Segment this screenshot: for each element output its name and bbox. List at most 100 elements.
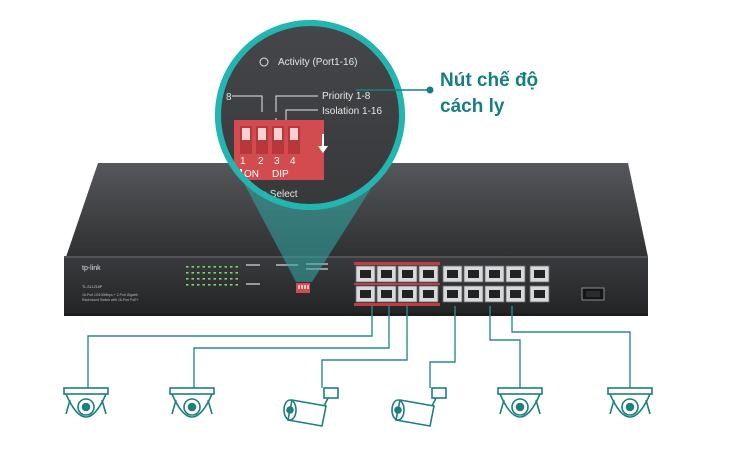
ethernet-port-jack: [510, 290, 521, 298]
dip-number-1: 1: [240, 156, 246, 167]
port-led: [186, 278, 189, 280]
camera-cables: [87, 306, 631, 388]
ethernet-port-jack: [402, 270, 413, 278]
port-led: [202, 284, 205, 286]
camera-cable: [429, 306, 456, 388]
dip-toggles: [240, 126, 300, 154]
port-led: [235, 272, 238, 274]
ethernet-port-jack: [447, 290, 458, 298]
poe-indicator-bar: [354, 283, 440, 285]
ethernet-port-jack: [447, 270, 458, 278]
dip-toggle[interactable]: [274, 128, 282, 140]
ethernet-port-jack: [423, 290, 434, 298]
dome-camera-icon: [497, 387, 543, 418]
camera-row: [63, 387, 653, 427]
callout-line-1: Nút chế độ: [440, 70, 539, 91]
port-led: [208, 266, 211, 268]
ethernet-port-jack: [489, 290, 500, 298]
camera-cable: [321, 306, 408, 388]
camera-cable: [489, 306, 521, 388]
dip-number-2: 2: [258, 156, 264, 167]
port-led: [208, 278, 211, 280]
port-led: [213, 272, 216, 274]
port-led: [219, 284, 222, 286]
port-led: [191, 278, 194, 280]
port-led: [235, 284, 238, 286]
port-led: [224, 278, 227, 280]
uplink-port-jack: [534, 290, 545, 298]
camera-cable: [87, 306, 373, 388]
ethernet-port-jack: [360, 270, 371, 278]
port-led-grid: [186, 266, 238, 286]
camera-cable: [511, 306, 631, 388]
dip-on-label: ON: [244, 169, 259, 180]
camera-cable: [193, 306, 390, 388]
port-led: [208, 272, 211, 274]
ethernet-ports: [354, 262, 550, 306]
dip-toggle[interactable]: [258, 128, 266, 140]
brand-logo: tp-link: [82, 265, 101, 272]
isolation-label: Isolation 1-16: [322, 106, 382, 117]
port-led: [235, 266, 238, 268]
callout-dot: [426, 86, 434, 94]
ethernet-port-jack: [402, 290, 413, 298]
port-led: [213, 266, 216, 268]
ethernet-port-jack: [510, 270, 521, 278]
ethernet-port-jack: [360, 290, 371, 298]
port-led: [191, 266, 194, 268]
dome-camera-icon: [63, 387, 109, 418]
port-led: [202, 278, 205, 280]
dip-number-3: 3: [274, 156, 280, 167]
dip-number-4: 4: [290, 156, 296, 167]
port-led: [224, 266, 227, 268]
port-led: [224, 284, 227, 286]
dip-toggle[interactable]: [242, 128, 250, 140]
port-led: [219, 272, 222, 274]
dip-dip-label: DIP: [272, 169, 289, 180]
ethernet-port-jack: [489, 270, 500, 278]
uplink-port-jack: [534, 270, 545, 278]
port-led: [230, 272, 233, 274]
ethernet-port-jack: [381, 270, 392, 278]
model-description-1: 16-Port 10/100Mbps + 2-Port Gigabit: [82, 293, 138, 297]
callout-line-2: cách ly: [440, 96, 505, 117]
port-led: [186, 272, 189, 274]
poe-indicator-bar: [354, 262, 440, 265]
port-led: [202, 272, 205, 274]
dip-toggle[interactable]: [290, 128, 298, 140]
port-led: [213, 278, 216, 280]
port-led: [230, 266, 233, 268]
ethernet-port-jack: [381, 290, 392, 298]
svg-text:8: 8: [226, 92, 232, 103]
model-description-2: Rackmount Switch with 16-Port PoE+: [82, 298, 138, 302]
port-led: [191, 284, 194, 286]
down-arrow-icon: [318, 146, 328, 153]
bullet-camera-icon: [283, 387, 339, 427]
isolation-mode-callout: Nút chế độ cách ly: [440, 68, 538, 120]
poe-indicator-bar: [354, 303, 440, 306]
port-led: [197, 272, 200, 274]
port-led: [224, 272, 227, 274]
magnifier: Activity (Port1-16) 8 8 Priority 1-8 Iso…: [215, 20, 405, 282]
port-led: [186, 266, 189, 268]
port-led: [197, 278, 200, 280]
port-led: [208, 284, 211, 286]
port-led: [219, 278, 222, 280]
ethernet-port-jack: [468, 270, 479, 278]
port-led: [230, 284, 233, 286]
ethernet-port-jack: [423, 270, 434, 278]
port-led: [202, 266, 205, 268]
model-name: TL-SL1218P: [82, 285, 103, 289]
ethernet-port-jack: [468, 290, 479, 298]
dome-camera-icon: [607, 387, 653, 418]
bullet-camera-icon: [391, 387, 447, 427]
port-led: [186, 284, 189, 286]
port-led: [197, 266, 200, 268]
port-led: [197, 284, 200, 286]
port-led: [219, 266, 222, 268]
dome-camera-icon: [169, 387, 215, 418]
activity-label: Activity (Port1-16): [278, 57, 357, 68]
port-led: [213, 284, 216, 286]
port-led: [230, 278, 233, 280]
